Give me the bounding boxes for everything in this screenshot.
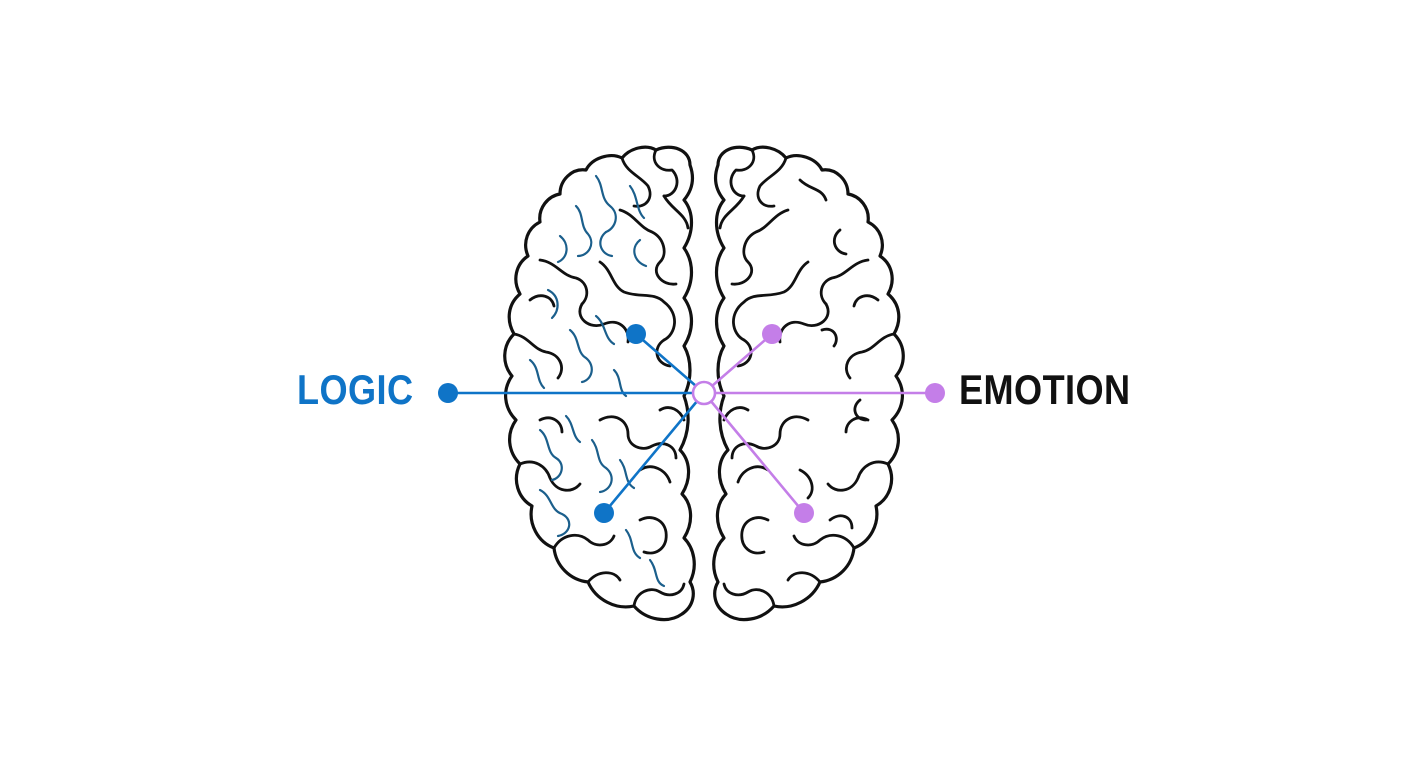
left-hemisphere xyxy=(503,145,696,622)
emotion-lower-branch xyxy=(708,398,806,515)
left-hemisphere-outline xyxy=(503,145,696,622)
right-hemisphere-outline xyxy=(712,145,905,622)
emotion-endpoint-dot xyxy=(925,383,945,403)
center-hub-node xyxy=(691,380,717,406)
right-hemisphere xyxy=(712,145,905,622)
emotion-upper-branch xyxy=(710,332,774,388)
logic-lower-node xyxy=(594,503,614,523)
emotion-lower-node xyxy=(794,503,814,523)
emotion-upper-node xyxy=(762,324,782,344)
emotion-connectors xyxy=(702,332,937,515)
logic-label: LOGIC xyxy=(297,366,414,413)
logic-upper-node xyxy=(626,324,646,344)
logic-upper-branch xyxy=(634,332,698,388)
logic-lower-branch xyxy=(602,398,700,515)
emotion-label: EMOTION xyxy=(959,366,1131,413)
logic-connectors xyxy=(446,332,706,515)
logic-endpoint-dot xyxy=(438,383,458,403)
